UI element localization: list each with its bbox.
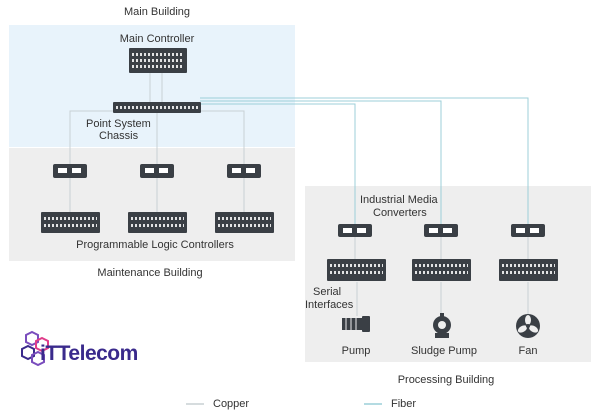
logo-hex-icon (21, 330, 49, 367)
fan-label: Fan (518, 345, 538, 357)
serial-interfaces-label-1: Serial (313, 286, 342, 298)
plc-converter-3 (227, 164, 261, 178)
main-controller (129, 48, 187, 73)
main-building-zone (9, 25, 295, 147)
logo-text: iTTelecom (40, 342, 138, 365)
serial-interfaces-label-2: Interfaces (305, 299, 354, 311)
serial-interface-2 (412, 259, 471, 281)
fan-icon (516, 314, 540, 338)
main-building-label: Main Building (123, 6, 191, 18)
proc-converter-3 (511, 224, 545, 237)
plc-2 (128, 212, 187, 233)
proc-converter-2 (424, 224, 458, 237)
plc-converter-2 (140, 164, 174, 178)
main-controller-label: Main Controller (119, 33, 195, 45)
fiber-link-1 (200, 103, 356, 224)
plc-1 (41, 212, 100, 233)
media-converters-label-1: Industrial Media (360, 194, 438, 206)
legend-copper-label: Copper (213, 398, 250, 410)
pump-icon (342, 316, 370, 332)
point-system-chassis (113, 102, 201, 113)
point-system-chassis-label-2: Chassis (99, 130, 139, 142)
media-converters-label-2: Converters (373, 207, 427, 219)
sludge-pump-icon (433, 313, 451, 338)
sludge-pump-label: Sludge Pump (410, 345, 478, 357)
serial-interface-1 (327, 259, 386, 281)
plcs-label: Programmable Logic Controllers (76, 239, 234, 251)
fiber-link-3 (200, 97, 529, 224)
copper-link-plc-3 (190, 110, 245, 164)
proc-converter-1 (338, 224, 372, 237)
plc-converter-1 (53, 164, 87, 178)
maintenance-building-label: Maintenance Building (97, 267, 203, 279)
processing-building-label: Processing Building (397, 374, 495, 386)
pump-label: Pump (341, 345, 371, 357)
fiber-link-2 (200, 100, 442, 224)
ittelecom-logo: iTTelecom (20, 330, 160, 370)
point-system-chassis-label-1: Point System (86, 118, 151, 130)
serial-interface-3 (499, 259, 558, 281)
copper-link-plc-1 (69, 110, 130, 164)
plc-3 (215, 212, 274, 233)
legend-fiber-label: Fiber (391, 398, 417, 410)
